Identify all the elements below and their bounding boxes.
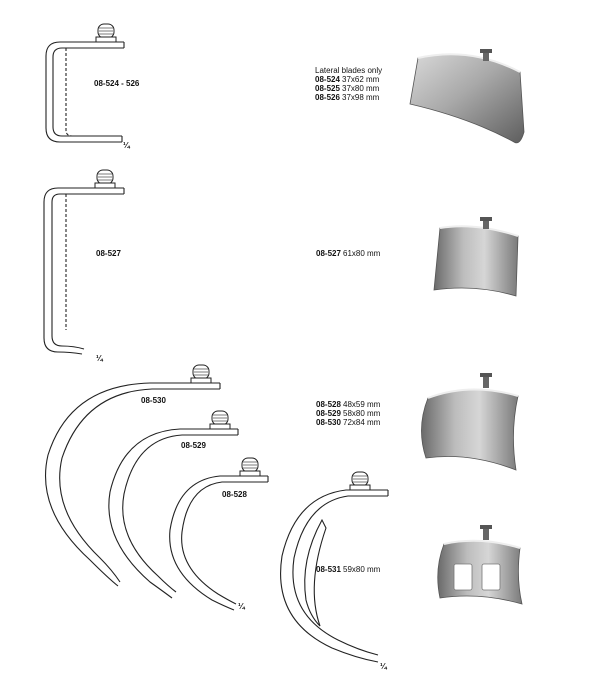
scale-label: ¼: [238, 602, 245, 611]
retractor-drawing-08-529: [108, 410, 239, 599]
blade-image-08-528: [421, 373, 519, 471]
spec-code: 08-527: [316, 249, 341, 258]
blade-image-08-524: [409, 49, 525, 144]
retractor-drawing-08-524: [45, 23, 125, 143]
retractor-drawing-08-527: [43, 169, 125, 355]
spec-size: 37x62 mm: [342, 75, 380, 84]
spec-code: 08-529: [316, 409, 341, 418]
spec-size: 58x80 mm: [343, 409, 381, 418]
spec-code: 08-526: [315, 93, 340, 102]
spec-size: 37x98 mm: [342, 93, 380, 102]
figure-code-08-524: 08-524 - 526: [94, 79, 140, 88]
spec-size: 48x59 mm: [343, 400, 381, 409]
spec-code: 08-530: [316, 418, 341, 427]
retractor-drawing-08-531: [280, 471, 389, 663]
spec-size: 61x80 mm: [343, 249, 381, 258]
spec-code: 08-528: [316, 400, 341, 409]
figure-code-08-530: 08-530: [141, 396, 166, 405]
spec-code: 08-525: [315, 84, 340, 93]
retractor-drawing-08-528: [169, 457, 269, 611]
spec-code: 08-531: [316, 565, 341, 574]
figure-code-08-527: 08-527: [96, 249, 121, 258]
scale-label: ¼: [96, 354, 103, 363]
blade-image-08-531: [437, 525, 523, 605]
blade-image-08-527: [433, 217, 519, 297]
figure-code-08-528: 08-528: [222, 490, 247, 499]
scale-label: ¼: [123, 141, 130, 150]
spec-size: 37x80 mm: [342, 84, 380, 93]
spec-size: 59x80 mm: [343, 565, 381, 574]
spec-size: 72x84 mm: [343, 418, 381, 427]
spec-heading: Lateral blades only: [315, 66, 383, 75]
retractor-drawing-08-530: [45, 364, 221, 587]
spec-code: 08-524: [315, 75, 340, 84]
figure-code-08-529: 08-529: [181, 441, 206, 450]
scale-label: ¼: [380, 662, 387, 671]
